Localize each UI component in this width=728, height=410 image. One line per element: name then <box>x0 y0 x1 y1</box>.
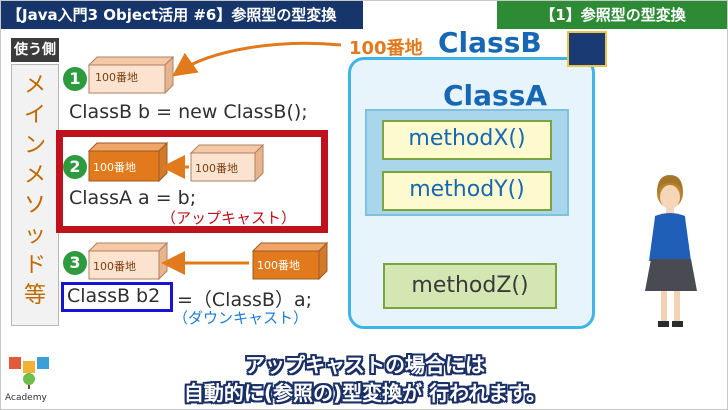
upcast-note: （アップキャスト） <box>161 209 297 227</box>
highlight-b2 <box>61 282 173 312</box>
sidebar-vertical-text: メインメソッド等 <box>23 73 46 308</box>
step-number-1: 1 <box>63 67 87 91</box>
classB-title: ClassB <box>438 26 542 59</box>
code-line-3: =（ClassB）a; <box>177 289 312 311</box>
logo-text: Academy <box>5 393 47 403</box>
source-box-3 <box>251 241 329 281</box>
step-number-2: 2 <box>63 155 87 179</box>
address-label: 100番地 <box>349 38 423 59</box>
sidebar-label: 使う側 <box>11 38 59 62</box>
slide-title: 【Java入門3 Object活用 #6】参照型の型変換 <box>1 1 363 29</box>
source-box-2 <box>189 143 265 183</box>
method-x: methodX() <box>382 120 552 160</box>
highlight-upcast <box>56 130 328 233</box>
address-box-1 <box>87 55 175 95</box>
arrow-address-to-b <box>172 41 342 77</box>
subtitle-line-2: 自動的に(参照の)型変換が 行われます。 <box>183 381 547 405</box>
subtitle-line-1: アップキャストの場合には <box>245 353 485 377</box>
downcast-note: （ダウンキャスト） <box>173 309 309 327</box>
step-number-3: 3 <box>63 251 87 275</box>
classA-title: ClassA <box>443 79 548 112</box>
source-label-3: 100番地 <box>257 259 300 272</box>
address-box-3 <box>87 241 169 281</box>
logo-icon <box>9 357 49 389</box>
settings-button[interactable] <box>567 31 607 67</box>
section-title: 【1】参照型の型変換 <box>497 1 727 29</box>
box-label-1: 100番地 <box>95 71 138 84</box>
code-var-b2: ClassB b2 <box>67 285 161 307</box>
code-line-1: ClassB b = new ClassB(); <box>69 101 308 123</box>
method-y: methodY() <box>382 171 552 211</box>
address-box-2 <box>87 141 169 183</box>
code-line-2: ClassA a = b; <box>69 187 197 209</box>
source-label-2: 100番地 <box>195 162 238 175</box>
method-z: methodZ() <box>383 263 557 309</box>
box-label-2: 100番地 <box>93 161 136 174</box>
presenter-figure <box>645 175 697 327</box>
box-label-3: 100番地 <box>93 260 136 273</box>
